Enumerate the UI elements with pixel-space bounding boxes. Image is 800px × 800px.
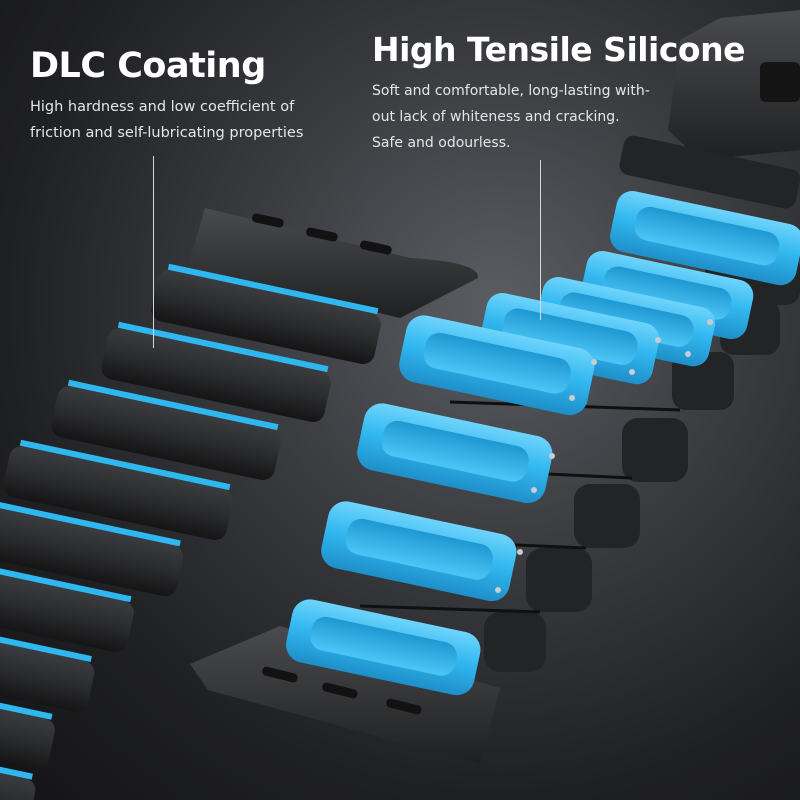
silicone-leader-line xyxy=(540,160,541,320)
right-band xyxy=(190,10,800,764)
silicone-desc-line: out lack of whiteness and cracking. xyxy=(372,109,620,125)
top-right-adapter xyxy=(668,10,800,160)
dlc-desc-line: High hardness and low coefficient of xyxy=(30,99,295,115)
silicone-description: Soft and comfortable, long-lasting with-… xyxy=(372,78,650,156)
insert-pins xyxy=(495,319,713,593)
left-links xyxy=(0,263,381,800)
left-adapter xyxy=(188,208,479,318)
adapter-slot xyxy=(360,240,392,255)
left-band xyxy=(0,208,479,800)
right-frame xyxy=(484,135,800,672)
silicone-inserts xyxy=(286,190,800,696)
dlc-coating-title: DLC Coating xyxy=(30,46,266,86)
silicone-desc-line: Safe and odourless. xyxy=(372,135,511,151)
dlc-coating-description: High hardness and low coefficient of fri… xyxy=(30,94,303,146)
dlc-leader-line xyxy=(153,156,154,348)
silicone-desc-line: Soft and comfortable, long-lasting with- xyxy=(372,83,650,99)
adapter-slot xyxy=(306,227,338,242)
dlc-desc-line: friction and self-lubricating properties xyxy=(30,125,304,141)
adapter-slot xyxy=(252,213,284,228)
silicone-title: High Tensile Silicone xyxy=(372,30,745,69)
